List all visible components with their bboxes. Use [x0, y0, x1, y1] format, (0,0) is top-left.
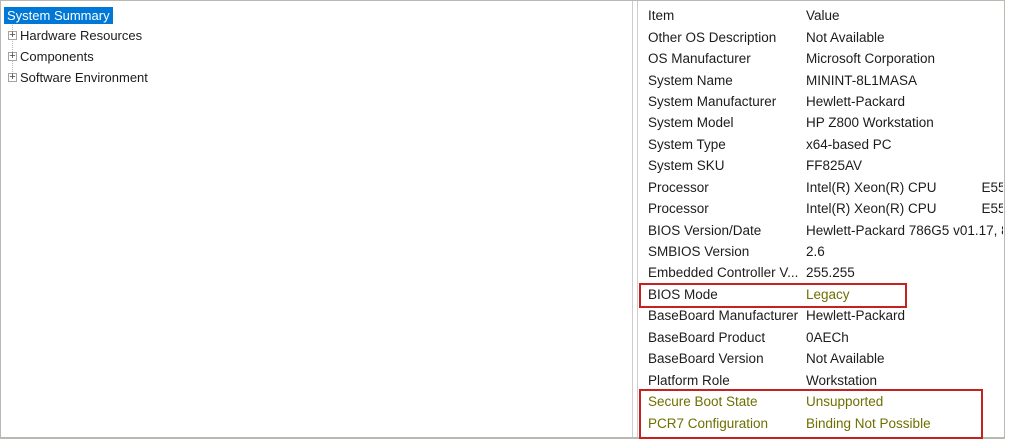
value-cell: Workstation — [806, 372, 878, 388]
list-row[interactable]: BaseBoard Product 0AECh — [638, 327, 1003, 348]
value-cell: 255.255 — [806, 265, 855, 281]
list-row[interactable]: BaseBoard Manufacturer Hewlett-Packard — [638, 305, 1003, 326]
item-cell: Other OS Description — [648, 29, 777, 45]
value-cell: Microsoft Corporation — [806, 51, 936, 67]
column-header-value[interactable]: Value — [806, 8, 840, 24]
list-row[interactable]: Secure Boot State Unsupported — [638, 391, 1003, 412]
item-cell: BaseBoard Product — [648, 329, 766, 345]
value-cell: FF825AV — [806, 158, 863, 174]
expand-plus-icon[interactable]: + — [8, 29, 17, 42]
list-row[interactable]: Other OS Description Not Available — [638, 26, 1003, 47]
tree-item[interactable]: + Hardware Resources — [1, 26, 632, 47]
list-row[interactable]: System Type x64-based PC — [638, 134, 1003, 155]
value-cell: Hewlett-Packard — [806, 93, 906, 109]
item-cell: PCR7 Configuration — [648, 415, 769, 431]
value-cell: Not Available — [806, 351, 885, 367]
value-cell: HP Z800 Workstation — [806, 115, 934, 131]
list-row[interactable]: OS Manufacturer Microsoft Corporation — [638, 48, 1003, 69]
list-row[interactable]: SMBIOS Version 2.6 — [638, 241, 1003, 262]
tree-item-label[interactable]: Hardware Resources — [20, 28, 143, 44]
list-row[interactable]: System Model HP Z800 Workstation — [638, 112, 1003, 133]
item-cell: Processor — [648, 179, 709, 195]
list-row[interactable]: PCR7 Configuration Binding Not Possible — [638, 412, 1003, 433]
list-row[interactable]: System SKU FF825AV — [638, 155, 1003, 176]
value-cell: 2.6 — [806, 244, 825, 260]
list-rows-container: Other OS Description Not Available OS Ma… — [638, 26, 1003, 433]
value-cell: Not Available — [806, 29, 885, 45]
list-row[interactable]: Processor Intel(R) Xeon(R) CPU E5506 — [638, 177, 1003, 198]
item-cell: System Model — [648, 115, 734, 131]
expand-plus-icon[interactable]: + — [8, 70, 17, 83]
value-cell: Hewlett-Packard — [806, 308, 906, 324]
tree-guide-line — [12, 25, 13, 78]
list-row[interactable]: Embedded Controller V... 255.255 — [638, 262, 1003, 283]
item-cell: BaseBoard Manufacturer — [648, 308, 799, 324]
item-cell: Platform Role — [648, 372, 730, 388]
list-row[interactable]: BIOS Version/Date Hewlett-Packard 786G5 … — [638, 219, 1003, 240]
item-cell: Secure Boot State — [648, 394, 758, 410]
item-cell: BIOS Version/Date — [648, 222, 762, 238]
item-cell: System Type — [648, 136, 726, 152]
item-cell: SMBIOS Version — [648, 244, 750, 260]
list-row[interactable]: System Name MININT-8L1MASA — [638, 69, 1003, 90]
category-tree-pane: System Summary + Hardware Resources + Co… — [1, 1, 633, 437]
expand-plus-icon[interactable]: + — [8, 49, 17, 62]
tree-item[interactable]: + Software Environment — [1, 67, 632, 88]
item-cell: Processor — [648, 201, 709, 217]
item-cell: System Name — [648, 72, 733, 88]
value-cell: Hewlett-Packard 786G5 v01.17, 8/ — [806, 222, 1003, 238]
item-cell: OS Manufacturer — [648, 51, 751, 67]
list-row[interactable]: BIOS Mode Legacy — [638, 284, 1003, 305]
list-header-row: Item Value — [638, 5, 1003, 26]
tree-item-label[interactable]: System Summary — [4, 6, 113, 24]
list-row[interactable]: System Manufacturer Hewlett-Packard — [638, 91, 1003, 112]
column-header-item[interactable]: Item — [648, 8, 675, 24]
value-cell: Legacy — [806, 286, 850, 302]
value-cell: Intel(R) Xeon(R) CPU E5506 — [806, 201, 1003, 217]
value-cell: x64-based PC — [806, 136, 892, 152]
tree-item[interactable]: System Summary — [1, 5, 632, 26]
value-cell: Binding Not Possible — [806, 415, 931, 431]
tree-items-container: System Summary + Hardware Resources + Co… — [1, 5, 632, 87]
value-cell: Intel(R) Xeon(R) CPU E5506 — [806, 179, 1003, 195]
list-row[interactable]: Processor Intel(R) Xeon(R) CPU E5506 — [638, 198, 1003, 219]
item-cell: BaseBoard Version — [648, 351, 764, 367]
list-row[interactable]: Platform Role Workstation — [638, 369, 1003, 390]
tree-item-label[interactable]: Software Environment — [20, 69, 148, 85]
item-cell: System SKU — [648, 158, 725, 174]
item-cell: Embedded Controller V... — [648, 265, 799, 281]
value-cell: MININT-8L1MASA — [806, 72, 918, 88]
item-cell: BIOS Mode — [648, 286, 718, 302]
list-row[interactable]: BaseBoard Version Not Available — [638, 348, 1003, 369]
value-cell: Unsupported — [806, 394, 884, 410]
value-cell: 0AECh — [806, 329, 849, 345]
tree-item[interactable]: + Components — [1, 46, 632, 67]
item-cell: System Manufacturer — [648, 93, 777, 109]
tree-item-label[interactable]: Components — [20, 48, 94, 64]
detail-list-pane: Item Value Other OS Description Not Avai… — [637, 1, 1003, 437]
